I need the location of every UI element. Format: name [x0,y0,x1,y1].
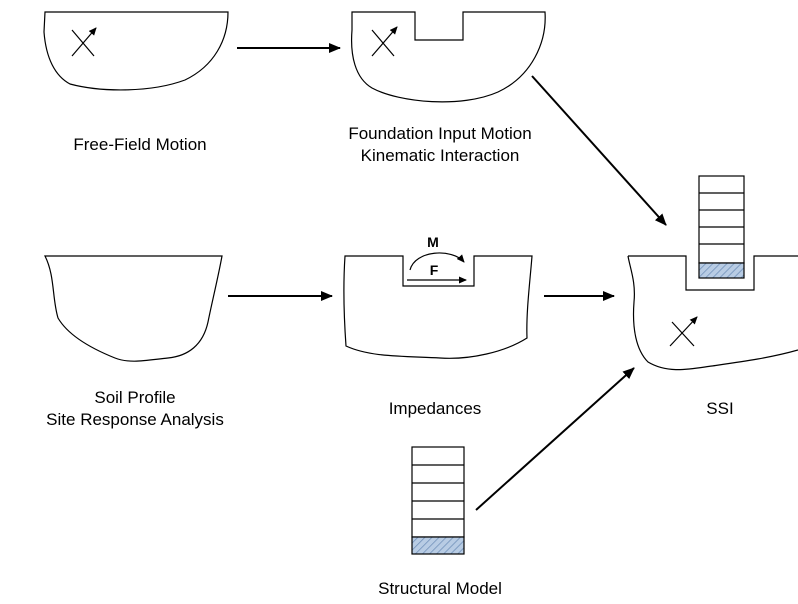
flow-arrows [228,43,667,511]
free-field-motion-symbol [71,27,97,57]
ssi-building [698,175,745,279]
structural-model-base [411,536,465,555]
structural-model-label-text: Structural Model [378,579,502,598]
soil-profile-label-line2: Site Response Analysis [46,410,224,429]
arrow-foundation-to-ssi [531,75,667,226]
free-field-label-text: Free-Field Motion [73,135,207,154]
foundation-label-line1: Foundation Input Motion [348,124,532,143]
foundation-input-soil [350,11,546,103]
ssi-label-text: SSI [706,399,734,418]
impedances-label-text: Impedances [388,399,482,418]
foundation-label: Foundation Input Motion Kinematic Intera… [300,123,580,167]
arrow-structural-to-ssi [475,367,635,511]
ssi-label: SSI [670,398,770,420]
free-field-soil [43,11,229,91]
foundation-motion-symbol [371,26,398,57]
impedances-block: M F [343,234,533,359]
moment-arrow [409,252,465,271]
soil-profile-block [44,255,223,362]
structural-model-building [411,446,465,555]
ssi-foundation-base [698,262,745,279]
structural-model-label: Structural Model [330,578,550,600]
ssi-block [627,175,798,371]
soil-profile-label: Soil Profile Site Response Analysis [0,387,270,431]
force-label: F [430,262,439,278]
soil-profile-label-line1: Soil Profile [94,388,176,407]
moment-label: M [427,234,439,250]
free-field-label: Free-Field Motion [30,134,250,156]
foundation-label-line2: Kinematic Interaction [360,146,520,165]
impedances-label: Impedances [340,398,530,420]
ssi-motion-symbol [669,316,698,347]
